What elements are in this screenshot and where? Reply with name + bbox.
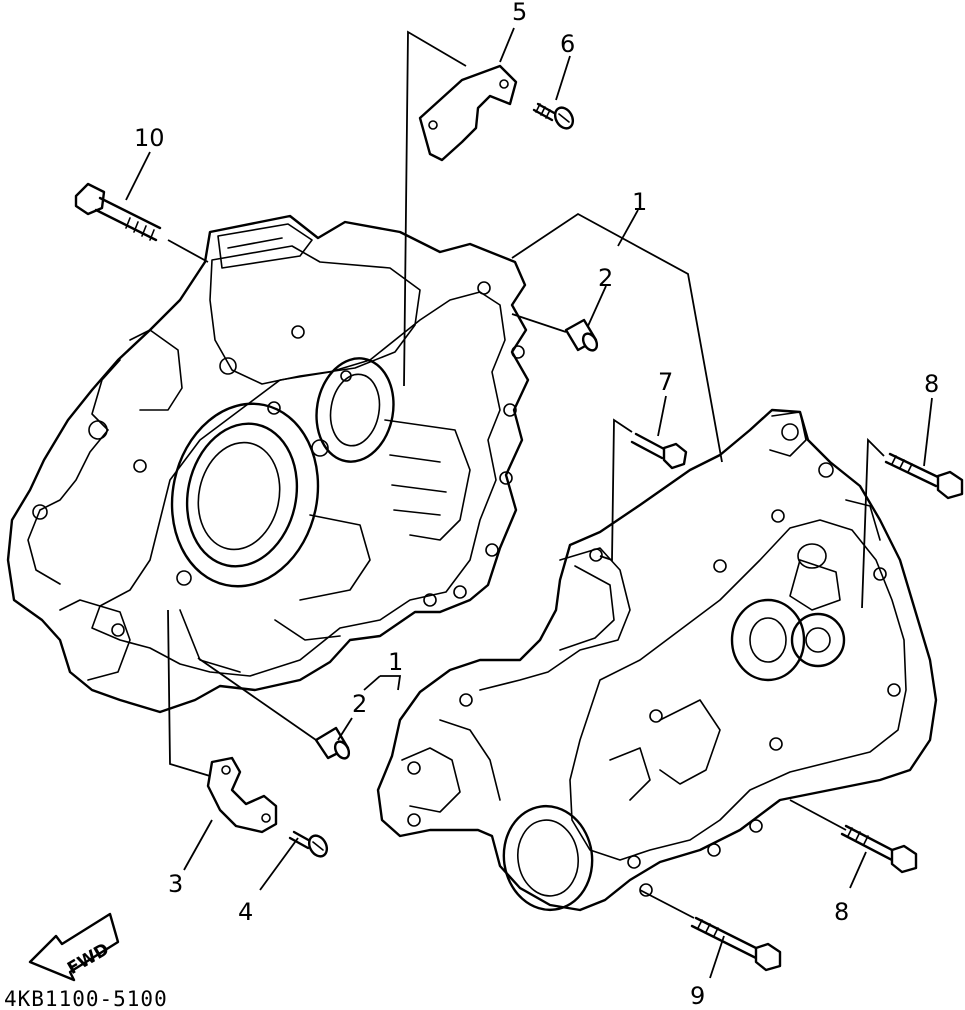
callout-8-upper: 8 <box>924 370 939 398</box>
callout-1-lower: 1 <box>388 648 403 676</box>
bolt-8-lower <box>840 824 918 874</box>
bolt-7 <box>630 432 688 470</box>
long-bolt <box>74 182 162 242</box>
callout-8-lower: 8 <box>834 898 849 926</box>
callout-4: 4 <box>238 898 253 926</box>
stopper-plate-upper <box>418 64 518 162</box>
fwd-arrow-icon: FWD <box>28 912 120 982</box>
bolt-8-upper <box>884 452 964 500</box>
callout-2-upper: 2 <box>598 264 613 292</box>
leader-lines <box>125 27 933 979</box>
callout-10: 10 <box>134 124 165 152</box>
callout-3: 3 <box>168 870 183 898</box>
screw-lower <box>288 830 329 858</box>
callout-2-lower: 2 <box>352 690 367 718</box>
diagram-code: 4KB1100-5100 <box>4 987 168 1010</box>
screw-upper <box>532 102 575 130</box>
dowel-pin-upper <box>564 318 599 352</box>
dowel-pin-lower <box>314 726 351 760</box>
stopper-plate-lower <box>206 756 278 834</box>
left-crankcase <box>6 214 530 714</box>
callout-1-upper: 1 <box>632 188 647 216</box>
bolt-9 <box>690 916 782 972</box>
right-crankcase <box>376 408 938 912</box>
callout-6: 6 <box>560 30 575 58</box>
callout-9: 9 <box>690 982 705 1010</box>
callout-5: 5 <box>512 0 527 26</box>
callout-7: 7 <box>658 368 673 396</box>
